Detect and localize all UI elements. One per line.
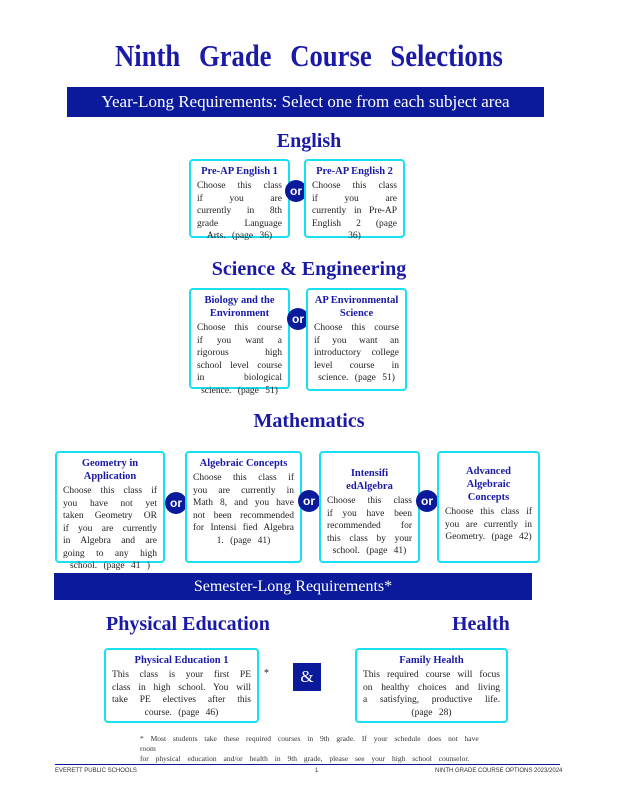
science-heading: Science & Engineering — [211, 258, 407, 280]
or-badge: or — [165, 492, 187, 514]
or-badge: or — [285, 180, 307, 202]
course-title: Intensifi edAlgebra — [346, 468, 393, 492]
footer-page-number: 1 — [315, 768, 319, 774]
course-card-biology[interactable]: Biology and the Environment Choose this … — [189, 288, 290, 396]
course-description: Choose this class if you are currently i… — [197, 181, 282, 241]
footnote-line: for physical education and/or health in … — [140, 754, 470, 763]
course-card-pre-ap-english-2[interactable]: Pre-AP English 2 Choose this class if yo… — [304, 159, 405, 241]
ampersand-badge: & — [293, 663, 321, 691]
course-card-algebraic-concepts[interactable]: Algebraic Concepts Choose this class if … — [185, 451, 302, 563]
course-description: Choose this course if you want a rigorou… — [197, 323, 282, 396]
course-title: Pre-AP English 2 — [316, 166, 393, 177]
footer-left: EVERETT PUBLIC SCHOOLS — [55, 768, 137, 774]
course-card-geometry-in-application[interactable]: Geometry in Application Choose this clas… — [55, 451, 165, 571]
footer-right: NINTH GRADE COURSE OPTIONS 2023/2024 — [435, 768, 563, 774]
pe-heading: Physical Education — [106, 613, 270, 635]
course-description: This class is your first PE class in hig… — [112, 670, 251, 718]
health-heading: Health — [452, 613, 510, 635]
course-title: Geometry in Application — [81, 458, 139, 482]
course-card-advanced-algebraic-concepts[interactable]: Advanced Algebraic Concepts Choose this … — [437, 451, 540, 563]
course-card-physical-education-1[interactable]: Physical Education 1 This class is your … — [104, 648, 259, 723]
semester-long-banner-text: Semester-Long Requirements* — [193, 578, 393, 595]
course-description: Choose this class if you are currently i… — [193, 473, 294, 546]
footnote: * Most students take these required cour… — [140, 734, 500, 764]
english-heading: English — [276, 130, 342, 152]
course-card-ap-environmental-science[interactable]: AP Environmental Science Choose this cou… — [306, 288, 407, 391]
course-title: Advanced Algebraic Concepts — [466, 466, 511, 503]
course-description: Choose this class if you are currently i… — [312, 181, 397, 241]
page-title: Ninth Grade Course Selections — [115, 38, 503, 73]
asterisk-mark: * — [264, 668, 269, 679]
course-title: AP Environmental Science — [314, 295, 399, 319]
course-description: Choose this class if you are currently i… — [445, 507, 532, 542]
footnote-line: * Most students take these required cour… — [140, 734, 479, 753]
course-card-intensified-algebra[interactable]: Intensifi edAlgebra Choose this class if… — [319, 451, 420, 563]
course-title: Physical Education 1 — [134, 655, 229, 666]
course-card-family-health[interactable]: Family Health This required course will … — [355, 648, 508, 723]
year-long-banner-text: Year-Long Requirements: Select one from … — [101, 92, 510, 111]
course-title: Pre-AP English 1 — [201, 166, 278, 177]
course-title: Family Health — [399, 655, 464, 666]
course-card-pre-ap-english-1[interactable]: Pre-AP English 1 Choose this class if yo… — [189, 159, 290, 241]
course-description: Choose this course if you want an introd… — [314, 323, 399, 383]
course-title: Biology and the Environment — [204, 295, 275, 319]
course-description: Choose this class if you have been recom… — [327, 496, 412, 556]
math-heading: Mathematics — [253, 410, 365, 432]
or-badge: or — [298, 490, 320, 512]
course-description: Choose this class if you have not yet ta… — [63, 486, 157, 571]
year-long-banner: Year-Long Requirements: Select one from … — [67, 87, 544, 117]
footer-divider — [55, 764, 560, 765]
course-title: Algebraic Concepts — [199, 458, 288, 469]
semester-long-banner: Semester-Long Requirements* — [54, 573, 532, 600]
or-badge: or — [287, 308, 309, 330]
or-badge: or — [416, 490, 438, 512]
course-description: This required course will focus on healt… — [363, 670, 500, 718]
